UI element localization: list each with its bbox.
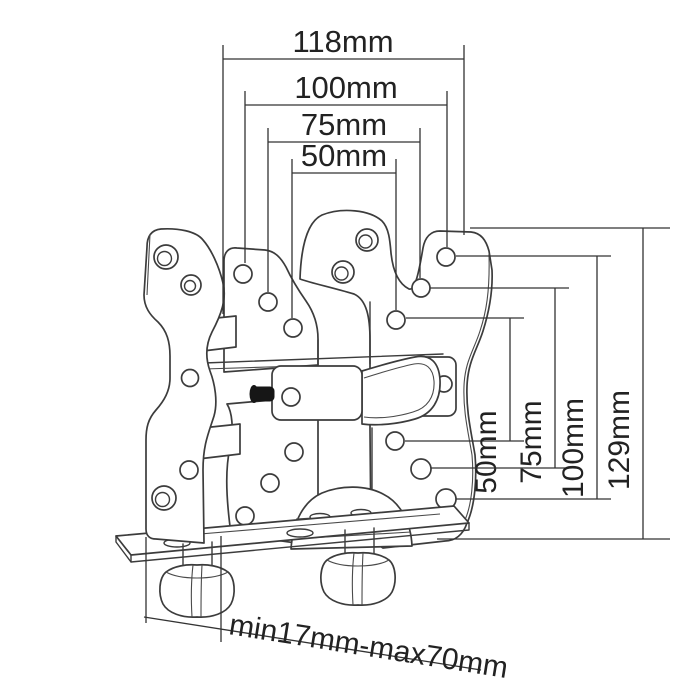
dimension-top-75mm: 75mm (267, 107, 421, 292)
thumbscrew-right (320, 527, 396, 606)
base-plate-front-edge (130, 522, 470, 563)
back-plate-thickness-edge (463, 253, 490, 523)
base-plate-left-cap (115, 535, 132, 563)
dim-label-118mm: 118mm (292, 24, 393, 59)
clamp-strap-inner (363, 363, 435, 419)
middle-tab-holes (233, 264, 303, 338)
dimension-right-129mm: 129mm (437, 227, 670, 540)
dimension-right-75mm: 75mm (430, 287, 569, 484)
right-knob-stem (344, 527, 375, 557)
dim-label-min-max: min17mm-max70mm (227, 608, 510, 685)
front-plate-thickness-edge (146, 233, 151, 296)
middle-plate-lower-holes (235, 442, 304, 526)
dim-label-75mm-right: 75mm (515, 400, 548, 483)
dim-label-129mm: 129mm (603, 390, 636, 490)
vesa-front-plate (143, 227, 226, 544)
clamp-pin-left (249, 385, 275, 403)
clamp-left-hole (281, 387, 301, 407)
front-plate-holes (151, 244, 202, 511)
left-knob-body (159, 563, 235, 618)
right-knob-body (320, 551, 396, 606)
clamp-assembly (249, 355, 457, 426)
dimension-top-118mm: 118mm (222, 24, 465, 314)
dimension-top-50mm: 50mm (291, 138, 397, 318)
upper-fold-line (203, 353, 444, 364)
dim-label-50mm-top: 50mm (301, 138, 387, 173)
dim-label-100mm-right: 100mm (557, 398, 590, 498)
dimension-right-100mm: 100mm (456, 255, 611, 500)
dim-label-50mm-right: 50mm (470, 410, 503, 493)
dimension-right-50mm: 50mm (405, 317, 524, 494)
thumbscrew-left (159, 541, 235, 618)
base-slot-right (286, 528, 314, 538)
clamp-strap (361, 355, 441, 426)
left-knob-stem (182, 541, 213, 569)
back-plate-holes (331, 228, 457, 510)
dim-label-75mm: 75mm (301, 107, 387, 142)
middle-plate-upper-tab (223, 247, 319, 373)
dim-label-100mm: 100mm (294, 70, 397, 105)
dimension-top-100mm: 100mm (244, 70, 448, 263)
